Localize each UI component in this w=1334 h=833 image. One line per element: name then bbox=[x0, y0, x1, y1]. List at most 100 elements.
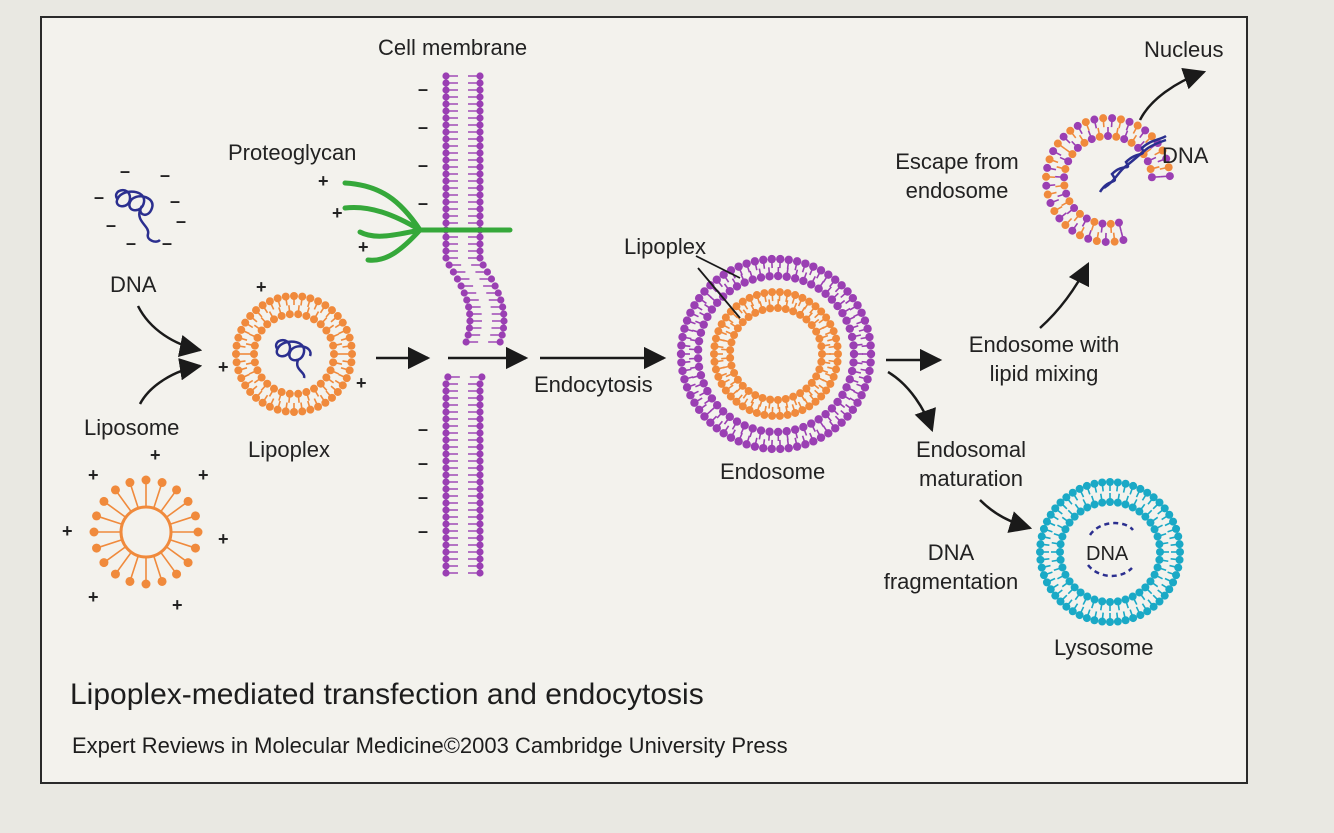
lipid-head bbox=[1164, 163, 1173, 172]
positive-charge: + bbox=[256, 277, 267, 297]
lipid-head bbox=[250, 341, 259, 350]
lipid-head bbox=[277, 388, 286, 397]
dna-in-lysosome-label: DNA bbox=[1086, 543, 1129, 565]
lipid-head bbox=[476, 520, 484, 528]
lipid-head bbox=[759, 443, 768, 453]
lipid-head bbox=[298, 407, 307, 416]
lipid-head bbox=[442, 506, 450, 514]
lipid-head bbox=[1046, 585, 1055, 594]
lipid-head bbox=[1051, 504, 1060, 513]
lipid-head bbox=[1104, 132, 1112, 140]
lipid-head bbox=[494, 289, 502, 297]
lipid-head bbox=[442, 128, 450, 136]
lipid-head bbox=[1070, 583, 1079, 592]
lipid-head bbox=[476, 471, 484, 479]
lipid-head bbox=[860, 383, 870, 392]
lipid-head bbox=[326, 333, 335, 342]
lipid-head bbox=[476, 569, 484, 577]
lipid-head bbox=[270, 384, 278, 393]
lipid-head bbox=[1143, 157, 1152, 166]
lysosome-icon bbox=[1036, 478, 1184, 626]
cell-membrane-label: Cell membrane bbox=[378, 35, 528, 60]
negative-charge: – bbox=[418, 453, 429, 473]
lipid-head bbox=[700, 287, 709, 296]
lipid-head bbox=[265, 402, 274, 411]
lipid-head bbox=[838, 390, 847, 400]
negative-charge: – bbox=[418, 79, 429, 99]
lipid-head bbox=[241, 318, 250, 327]
lipid-head bbox=[1146, 165, 1155, 174]
lipid-head bbox=[726, 433, 736, 442]
lipid-head bbox=[476, 240, 484, 248]
lipid-head bbox=[491, 282, 499, 290]
lipid-head bbox=[442, 485, 450, 493]
endosome-lipid-mixing-label: Endosome with lipid mixing bbox=[956, 331, 1132, 388]
lipid-head bbox=[99, 496, 109, 506]
lipid-head bbox=[802, 315, 811, 324]
lipid-head bbox=[1037, 532, 1046, 541]
lipid-head bbox=[866, 341, 875, 350]
arrow-icon bbox=[979, 499, 1033, 533]
lipid-head bbox=[690, 398, 699, 407]
lipid-head bbox=[744, 313, 753, 322]
lipid-head bbox=[734, 437, 743, 446]
lipid-head bbox=[1158, 146, 1167, 155]
lipid-head bbox=[483, 268, 492, 276]
lipid-head bbox=[476, 142, 484, 150]
lipid-head bbox=[796, 389, 805, 398]
lipoplex-inner-label: Lipoplex bbox=[624, 234, 706, 259]
lipid-head bbox=[1062, 602, 1071, 611]
lipid-head bbox=[703, 386, 712, 396]
lipid-head bbox=[768, 411, 777, 420]
negative-charge: – bbox=[106, 215, 117, 235]
lipid-head bbox=[781, 305, 790, 314]
lipid-head bbox=[750, 257, 760, 266]
lipid-head bbox=[1042, 517, 1051, 526]
lipid-head bbox=[847, 366, 857, 376]
lipid-head bbox=[183, 496, 193, 506]
lipid-head bbox=[157, 576, 167, 586]
lipid-head bbox=[1156, 548, 1164, 556]
lipid-head bbox=[476, 436, 484, 444]
lipid-head bbox=[1175, 555, 1184, 564]
lipid-head bbox=[476, 541, 484, 549]
lipid-head bbox=[246, 387, 255, 396]
lipid-head bbox=[843, 287, 852, 296]
lipid-head bbox=[748, 275, 757, 284]
lipid-head bbox=[285, 310, 294, 319]
lipid-head bbox=[476, 387, 484, 395]
lipid-head bbox=[773, 395, 782, 404]
lipid-head bbox=[327, 306, 336, 315]
lipid-head bbox=[710, 350, 718, 358]
lipid-head bbox=[751, 308, 760, 317]
lipid-head bbox=[817, 307, 826, 316]
lipid-head bbox=[801, 440, 810, 449]
lipid-head bbox=[476, 394, 484, 402]
lipid-head bbox=[725, 286, 735, 296]
lipid-head bbox=[712, 424, 721, 433]
lipid-head bbox=[829, 372, 838, 381]
lipid-head bbox=[322, 326, 331, 335]
lipid-head bbox=[442, 240, 450, 248]
lipid-head bbox=[487, 275, 496, 283]
lipid-head bbox=[1136, 611, 1145, 620]
lipid-head bbox=[842, 316, 851, 325]
lipid-head bbox=[478, 373, 486, 381]
lysosome-label: Lysosome bbox=[1054, 635, 1154, 660]
lipid-head bbox=[1113, 498, 1122, 507]
fragmentation-line1: DNA bbox=[927, 540, 975, 565]
lipid-head bbox=[270, 315, 278, 324]
lipid-head bbox=[496, 338, 504, 346]
lipid-head bbox=[1160, 591, 1169, 600]
lipid-head bbox=[790, 274, 800, 283]
lipid-head bbox=[442, 569, 450, 577]
lipid-head bbox=[1059, 132, 1068, 141]
lipid-head bbox=[1098, 597, 1107, 606]
lipid-head bbox=[732, 397, 741, 406]
nucleus-label: Nucleus bbox=[1144, 37, 1224, 62]
lipid-head bbox=[816, 266, 826, 275]
lipid-head bbox=[833, 342, 842, 351]
lipid-head bbox=[1127, 138, 1136, 147]
lipid-head bbox=[1056, 498, 1065, 507]
